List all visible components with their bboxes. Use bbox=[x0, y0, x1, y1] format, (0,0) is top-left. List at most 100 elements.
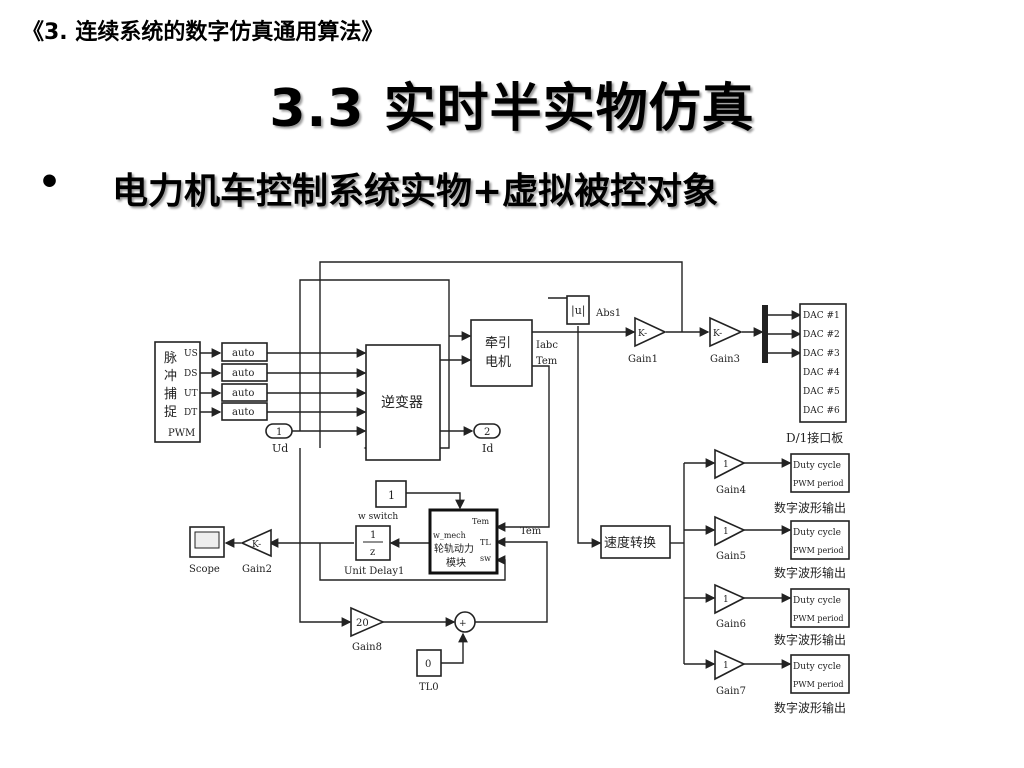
pwm4-duty: Duty cycle bbox=[793, 662, 841, 672]
inverter-label: 逆变器 bbox=[381, 395, 423, 411]
wheel-rail-dynamics-block: Tem TL sw w_mech 轮轨动力 模块 bbox=[428, 508, 499, 575]
auto-1: auto bbox=[232, 348, 254, 359]
gain6-label: Gain6 bbox=[716, 619, 746, 630]
dyn-in-tl: TL bbox=[480, 538, 491, 547]
gain1-label: Gain1 bbox=[628, 354, 658, 365]
pwm4-period: PWM period bbox=[793, 680, 844, 689]
dac-board-label: D/1接口板 bbox=[786, 430, 843, 445]
abs-block: |u| Abs1 bbox=[566, 295, 621, 325]
pwm1-caption: 数字波形输出 bbox=[774, 500, 846, 515]
gain1-k: K- bbox=[638, 329, 647, 339]
dac-port-4: DAC #4 bbox=[803, 368, 840, 378]
motor-line1: 牵引 bbox=[485, 336, 511, 351]
id-label: Id bbox=[482, 442, 493, 455]
auto-4: auto bbox=[232, 407, 254, 418]
pwm2-duty: Duty cycle bbox=[793, 528, 841, 538]
abs-label: Abs1 bbox=[595, 308, 621, 319]
gain4-value: 1 bbox=[723, 460, 729, 470]
tl0-label: TL0 bbox=[419, 682, 439, 693]
port-ds: DS bbox=[184, 369, 197, 379]
auto-2: auto bbox=[232, 368, 254, 379]
scope-block: Scope bbox=[189, 526, 225, 575]
port-dt: DT bbox=[184, 408, 197, 418]
ud-port-number: 1 bbox=[276, 427, 282, 438]
gain6-value: 1 bbox=[723, 595, 729, 605]
pwm-channel-3: 1 Gain6 Duty cycle PWM period 数字波形输出 bbox=[714, 583, 850, 647]
id-port-number: 2 bbox=[484, 427, 490, 438]
dac-port-3: DAC #3 bbox=[803, 349, 840, 359]
dyn-in-sw: sw bbox=[480, 554, 491, 563]
pwm2-caption: 数字波形输出 bbox=[774, 565, 846, 580]
gain2-block: K- Gain2 bbox=[240, 528, 272, 575]
pwm-channel-1: 1 Gain4 Duty cycle PWM period 数字波形输出 bbox=[714, 448, 850, 515]
pwm3-period: PWM period bbox=[793, 614, 844, 623]
port-ut: UT bbox=[184, 389, 198, 399]
dyn-in-tem: Tem bbox=[472, 517, 489, 526]
gain3-block: K- Gain3 bbox=[709, 316, 743, 365]
gain5-value: 1 bbox=[723, 527, 729, 537]
motor-out-iabc: Iabc bbox=[536, 340, 558, 351]
unit-delay-den: z bbox=[370, 547, 375, 558]
pwm-channel-2: 1 Gain5 Duty cycle PWM period 数字波形输出 bbox=[714, 515, 850, 580]
pwm1-period: PWM period bbox=[793, 479, 844, 488]
pwm1-duty: Duty cycle bbox=[793, 461, 841, 471]
gain8-label: Gain8 bbox=[352, 642, 382, 653]
auto-3: auto bbox=[232, 388, 254, 399]
pwm-port-label: PWM bbox=[168, 428, 195, 439]
dyn-line2: 模块 bbox=[446, 557, 466, 569]
pwm4-caption: 数字波形输出 bbox=[774, 700, 846, 715]
svg-text:|u|: |u| bbox=[571, 304, 586, 318]
pwm2-period: PWM period bbox=[793, 546, 844, 555]
ud-inport: 1 Ud bbox=[265, 423, 293, 455]
svg-text:+: + bbox=[459, 619, 467, 629]
gain3-k: K- bbox=[713, 329, 722, 339]
inverter-block: 逆变器 bbox=[365, 344, 441, 461]
dac-port-5: DAC #5 bbox=[803, 387, 840, 397]
pulse-char-3: 捕 bbox=[164, 386, 177, 402]
scope-label: Scope bbox=[189, 564, 220, 575]
unit-delay-label: Unit Delay1 bbox=[344, 566, 404, 577]
tem-feedback-label: Tem bbox=[520, 526, 542, 537]
traction-motor-block: 牵引 电机 Iabc Tem bbox=[470, 319, 558, 387]
gain3-label: Gain3 bbox=[710, 354, 740, 365]
pwm-channel-4: 1 Gain7 Duty cycle PWM period 数字波形输出 bbox=[714, 649, 850, 715]
slide-title: 3.3 实时半实物仿真 bbox=[269, 79, 755, 139]
unit-delay-num: 1 bbox=[370, 530, 376, 541]
w-switch-label: w switch bbox=[358, 512, 398, 522]
port-us: US bbox=[184, 349, 198, 359]
dac-port-2: DAC #2 bbox=[803, 330, 840, 340]
tl0-value: 0 bbox=[425, 659, 431, 670]
ud-label: Ud bbox=[272, 442, 288, 455]
mux-bar bbox=[762, 305, 768, 363]
dyn-line1: 轮轨动力 bbox=[434, 542, 474, 555]
motor-out-tem: Tem bbox=[536, 356, 558, 367]
pwm3-duty: Duty cycle bbox=[793, 596, 841, 606]
unit-delay-block: 1 z Unit Delay1 bbox=[344, 525, 404, 577]
bullet-text: 电力机车控制系统实物+虚拟被控对象 bbox=[112, 171, 719, 212]
gain2-label: Gain2 bbox=[242, 564, 272, 575]
tl0-constant: 0 TL0 bbox=[416, 649, 442, 693]
motor-line2: 电机 bbox=[485, 355, 511, 370]
gain2-k: K- bbox=[252, 540, 261, 550]
gain8-value: 20 bbox=[356, 618, 369, 629]
gain7-value: 1 bbox=[723, 661, 729, 671]
sum-block: + bbox=[454, 611, 476, 633]
course-reference: 《3. 连续系统的数字仿真通用算法》 bbox=[22, 20, 384, 45]
gain5-label: Gain5 bbox=[716, 551, 746, 562]
speed-conversion-label: 速度转换 bbox=[604, 535, 656, 551]
w-switch-constant: 1 w switch bbox=[358, 480, 407, 522]
pulse-capture-block: 脉 冲 捕 捉 PWM US DS UT DT bbox=[154, 341, 222, 443]
pwm3-caption: 数字波形输出 bbox=[774, 632, 846, 647]
dac-port-1: DAC #1 bbox=[803, 311, 840, 321]
speed-conversion-block: 速度转换 bbox=[600, 525, 671, 559]
dac-port-6: DAC #6 bbox=[803, 406, 840, 416]
gain8-block: 20 Gain8 bbox=[350, 606, 385, 653]
bullet-mark: • bbox=[38, 162, 62, 203]
pulse-char-4: 捉 bbox=[164, 405, 177, 420]
dac-interface-board: DAC #1 DAC #2 DAC #3 DAC #4 DAC #5 DAC #… bbox=[786, 303, 847, 445]
w-switch-value: 1 bbox=[388, 489, 395, 502]
id-outport: 2 Id bbox=[473, 423, 501, 455]
pulse-char-2: 冲 bbox=[164, 369, 177, 384]
dyn-out-wmech: w_mech bbox=[433, 531, 466, 540]
